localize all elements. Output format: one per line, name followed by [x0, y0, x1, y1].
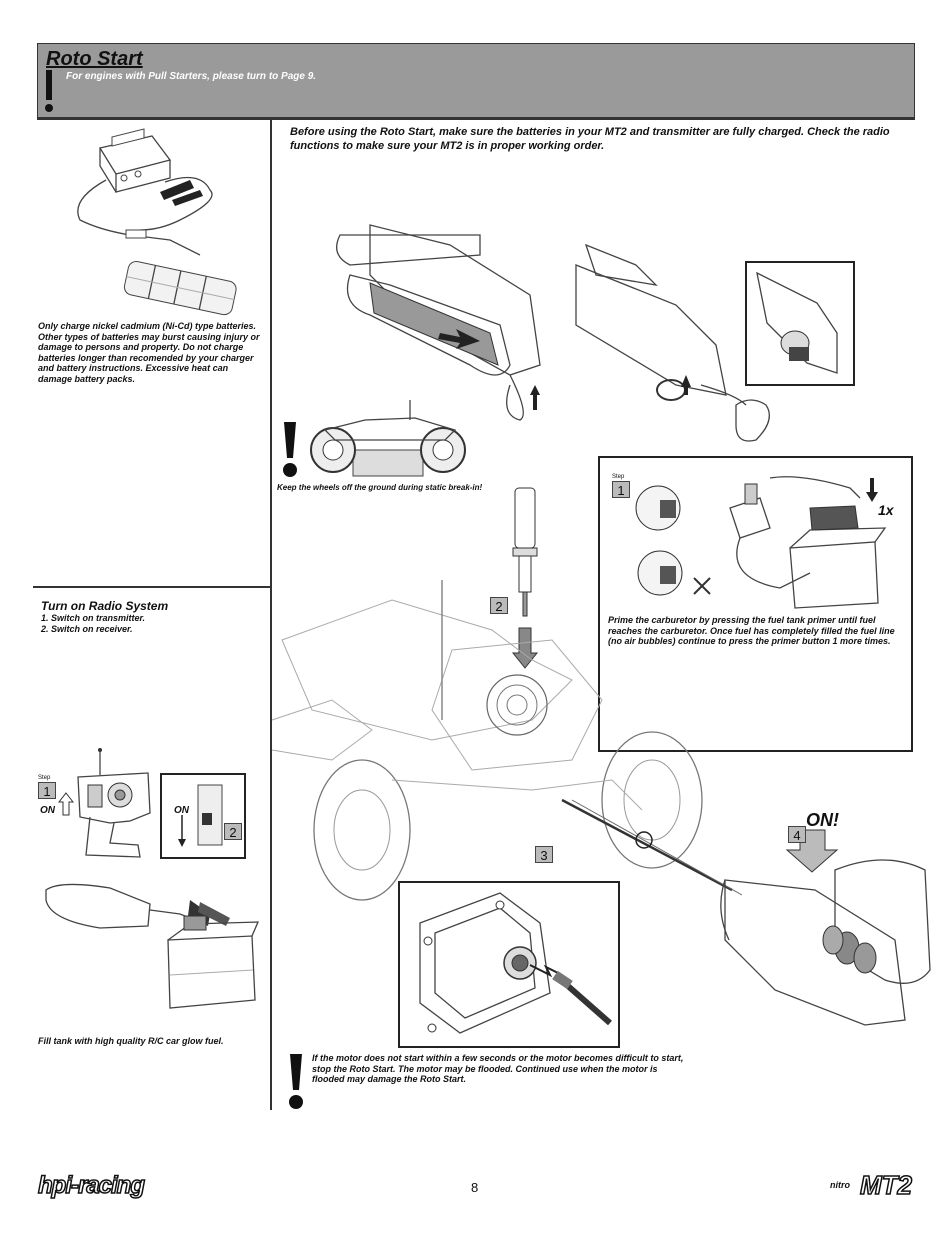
- wheels-caption: Keep the wheels off the ground during st…: [277, 483, 483, 492]
- roto-start-in-hand-illustration: [720, 829, 931, 1026]
- charger-caption: Only charge nickel cadmium (Ni-Cd) type …: [38, 321, 260, 384]
- radio-step-1: 1. Switch on transmitter.: [41, 613, 146, 623]
- step-tag: Step: [612, 474, 625, 480]
- charger-battery-illustration: [77, 128, 237, 316]
- radio-step-1-number: 1: [38, 782, 56, 799]
- hpi-racing-logo: hpi-racing: [37, 1171, 146, 1200]
- roto-start-on-label: ON!: [806, 810, 839, 830]
- warning-icon: [45, 70, 53, 112]
- left-section-divider: [33, 586, 271, 588]
- step-4-number: 4: [788, 826, 806, 843]
- column-divider: [270, 118, 272, 1110]
- intro-text: Before using the Roto Start, make sure t…: [290, 126, 890, 152]
- truck-chassis-illustration: [271, 580, 743, 901]
- header-rule: [37, 118, 915, 120]
- primer-step-number: 1: [612, 481, 630, 498]
- primer-caption: Prime the carburetor by pressing the fue…: [608, 615, 895, 646]
- primer-step-box: Step 1 1x Prime the carburetor by pressi…: [598, 456, 913, 752]
- page-number: 8: [471, 1180, 479, 1195]
- radio-step-2-number: 2: [224, 823, 242, 840]
- step-2-number: 2: [490, 597, 508, 614]
- nitro-logo-text: nitro: [830, 1180, 850, 1190]
- warning-icon: [283, 422, 297, 477]
- fuel-fill-illustration: [45, 883, 259, 1009]
- step-3-number: 3: [535, 846, 553, 863]
- engine-detail-box: [398, 881, 620, 1048]
- primer-count: 1x: [878, 502, 894, 518]
- step-tag: Step: [38, 775, 51, 781]
- fuel-caption: Fill tank with high quality R/C car glow…: [38, 1036, 224, 1046]
- roto-start-connector-illustration: [575, 243, 770, 442]
- pull-starter-note: For engines with Pull Starters, please t…: [66, 71, 317, 82]
- warning-icon: [289, 1054, 303, 1109]
- receiver-on-label: ON: [174, 805, 189, 816]
- connector-detail-inset: [745, 261, 855, 386]
- transmitter-on-label: ON: [40, 805, 55, 816]
- section-header: Roto Start For engines with Pull Starter…: [37, 43, 915, 118]
- roto-start-battery-illustration: [336, 224, 541, 421]
- transmitter-illustration: [77, 748, 151, 858]
- glow-igniter-illustration: [511, 487, 539, 669]
- truck-on-stand-illustration: [310, 400, 466, 477]
- flood-warning-text: If the motor does not start within a few…: [312, 1053, 684, 1084]
- radio-step-2: 2. Switch on receiver.: [41, 624, 133, 634]
- up-arrow-icon: [57, 792, 75, 816]
- receiver-switch-inset: ON 2: [160, 773, 246, 859]
- page-title: Roto Start: [46, 48, 143, 70]
- mt2-logo: MT2: [859, 1169, 913, 1201]
- radio-section-title: Turn on Radio System: [41, 599, 169, 613]
